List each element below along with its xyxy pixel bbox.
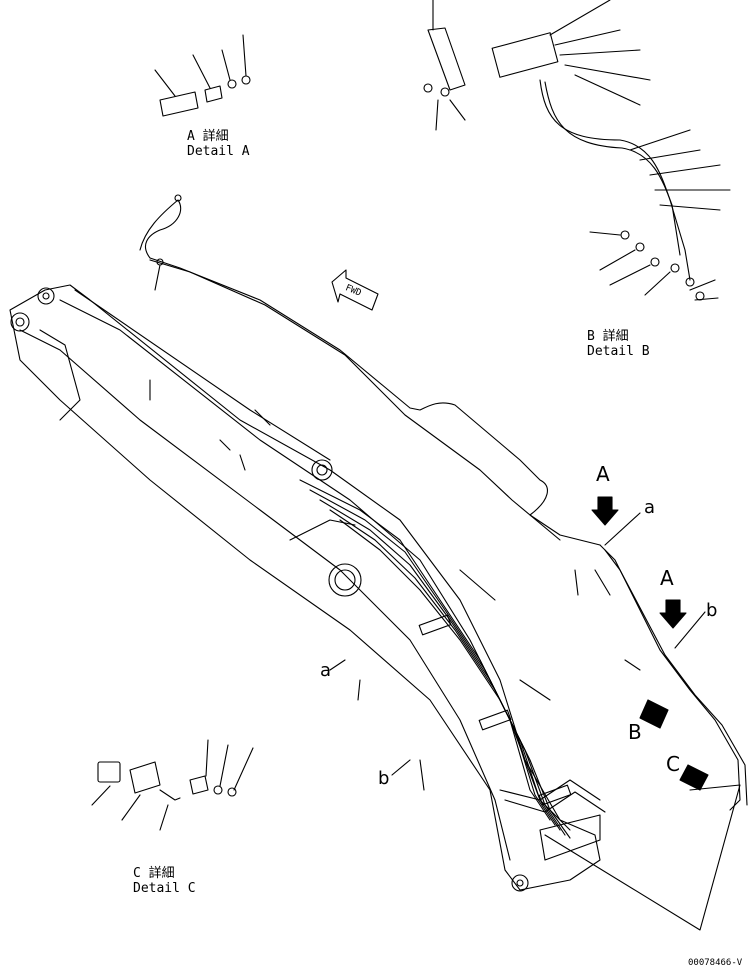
callout-a-upper: a	[644, 497, 656, 518]
callout-b-upper: b	[706, 600, 718, 621]
callout-A-upper: A	[596, 462, 610, 486]
detail-a-label-en: Detail A	[187, 144, 250, 159]
callout-C: C	[666, 752, 680, 776]
boom-outline	[9, 284, 601, 892]
detail-c-label-jp: C 詳細	[133, 866, 175, 881]
callout-b-lower: b	[378, 768, 390, 789]
callout-B: B	[628, 720, 642, 744]
detail-a-parts	[154, 34, 251, 117]
detail-b-label-en: Detail B	[587, 344, 650, 359]
direction-arrows	[591, 496, 709, 791]
callout-a-lower: a	[320, 660, 332, 681]
detail-b-parts	[423, 0, 731, 301]
fwd-arrow	[331, 269, 379, 311]
callout-A-lower: A	[660, 566, 674, 590]
detail-c-label-en: Detail C	[133, 881, 196, 896]
wiring-harness	[139, 194, 748, 811]
detail-c-parts	[91, 739, 254, 831]
detail-a-label-jp: A 詳細	[187, 129, 229, 144]
hydraulic-pipes	[299, 479, 606, 839]
detail-b-label-jp: B 詳細	[587, 329, 629, 344]
leader-lines	[329, 512, 741, 931]
drawing-number: 00078466-V	[688, 958, 743, 968]
